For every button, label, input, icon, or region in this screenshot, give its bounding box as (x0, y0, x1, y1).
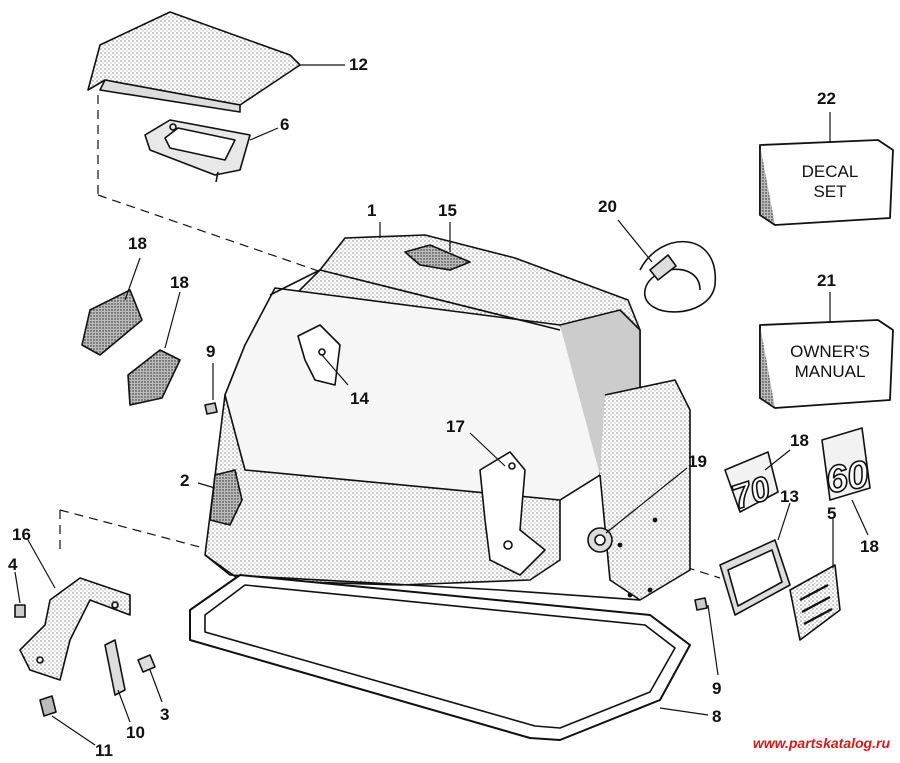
manual-line-2: MANUAL (794, 361, 866, 381)
screw-9-a (204, 402, 218, 415)
screw-9-b (694, 597, 708, 611)
callout-18-d: 18 (860, 537, 879, 556)
clip-4 (14, 604, 26, 618)
badge-18-a (81, 289, 143, 356)
watermark-link[interactable]: www.partskatalog.ru (752, 735, 890, 751)
plate-14 (297, 324, 341, 386)
callout-8: 8 (712, 707, 722, 726)
callout-11: 11 (95, 741, 113, 760)
latch-15 (404, 244, 471, 271)
callout-17: 17 (446, 417, 465, 436)
callout-9-a: 9 (206, 342, 216, 361)
callout-1: 1 (367, 201, 377, 220)
seal-8 (189, 574, 691, 741)
badge-70-backing (724, 451, 779, 513)
callout-9-b: 9 (712, 679, 722, 698)
decal-line-1: DECAL (801, 162, 859, 181)
badge-18-b (127, 349, 181, 406)
decal-line-2: SET (813, 181, 847, 201)
callout-22: 21 (817, 271, 836, 290)
callout-21: 22 (817, 89, 836, 108)
callout-2: 2 (180, 471, 190, 490)
patch-2 (209, 469, 243, 526)
callout-16: 16 (12, 525, 31, 544)
callout-4: 4 (8, 555, 18, 574)
plug-11 (39, 695, 57, 717)
decal-5 (789, 564, 841, 641)
callout-3: 3 (160, 705, 170, 724)
badge-60-text: 60 (823, 453, 872, 502)
bolt-3 (137, 654, 156, 673)
callout-5: 5 (827, 504, 837, 523)
cover-panel-12 (87, 11, 301, 106)
callout-14: 14 (350, 389, 369, 408)
manual-line-1: OWNER'S (790, 342, 870, 361)
callout-13: 13 (780, 487, 799, 506)
callout-19: 19 (688, 452, 707, 471)
callout-12: 12 (349, 55, 368, 74)
owners-manual-label: OWNER'S MANUAL (770, 342, 890, 381)
callout-15: 15 (438, 201, 457, 220)
decal-set-label: DECAL SET (780, 162, 880, 201)
clip-10 (104, 639, 126, 696)
callout-20: 20 (598, 197, 617, 216)
callout-18-a: 18 (128, 234, 147, 253)
bracket-16 (19, 577, 131, 681)
callout-10: 10 (126, 723, 145, 742)
callout-6: 6 (280, 115, 290, 134)
bracket-17 (479, 451, 546, 576)
callout-18-c: 18 (790, 431, 809, 450)
callout-18-b: 18 (170, 273, 189, 292)
badge-60-backing (821, 427, 871, 501)
harness-20 (639, 240, 716, 313)
